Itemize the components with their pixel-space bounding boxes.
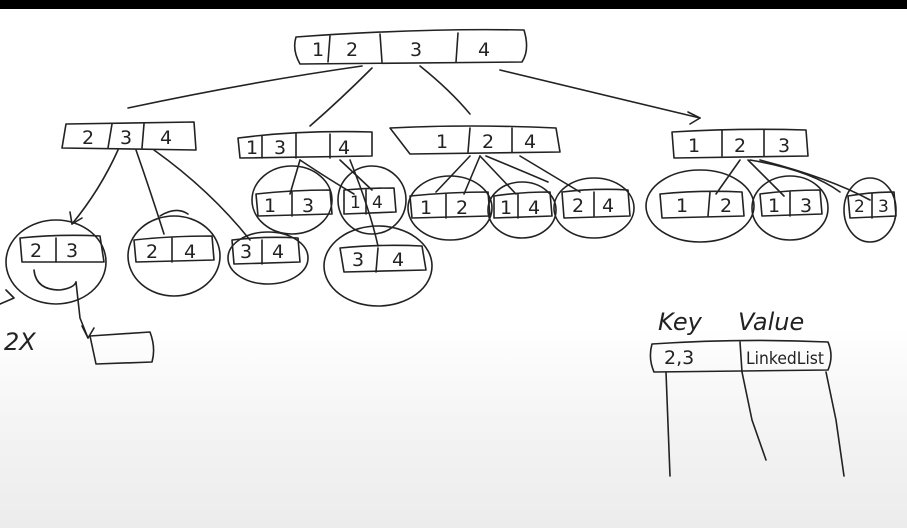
root-cell-2: 2 [346, 39, 358, 61]
level2-node-23-left: 2 3 [0, 219, 107, 339]
node-34b-cell-2: 4 [392, 249, 404, 271]
node-12b-cell-2: 2 [720, 195, 732, 217]
level2-node-12-mid: 1 2 [407, 175, 493, 241]
level2-node-13-mid: 1 3 [251, 165, 333, 235]
node-34a-cell-2: 4 [272, 241, 284, 263]
level2-node-24-right: 2 4 [553, 177, 635, 239]
node-123-cell-1: 1 [688, 135, 700, 157]
root-cell-3: 3 [410, 39, 422, 61]
level2-node-14-mid: 1 4 [337, 165, 407, 235]
level2-node-34-left: 3 4 [227, 231, 309, 285]
level2-node-24: 2 4 [127, 209, 221, 297]
node-24b-cell-2: 4 [602, 195, 614, 217]
node-23-cell-2: 3 [66, 240, 78, 262]
node-234-cell-2: 3 [120, 127, 132, 149]
node-13b-cell-1: 1 [768, 195, 780, 217]
node-24b-cell-1: 2 [572, 195, 584, 217]
node-234-cell-1: 2 [82, 127, 94, 149]
node-123-cell-2: 2 [734, 135, 746, 157]
root-node: 1 2 3 4 [293, 28, 528, 65]
level1-node-124: 1 2 4 [389, 125, 561, 155]
node-12a-cell-2: 2 [456, 197, 468, 219]
node-124-cell-1: 1 [436, 131, 448, 153]
node-134-cell-2: 3 [274, 137, 286, 159]
node-123-cell-3: 3 [778, 135, 790, 157]
level1-edges [69, 149, 871, 247]
node-134-cell-3: 4 [338, 137, 350, 159]
root-cell-4: 4 [478, 39, 490, 61]
level1-node-134: 1 3 4 [237, 130, 373, 159]
level2-node-23-right: 2 3 [843, 177, 897, 243]
node-14b-cell-2: 4 [528, 197, 540, 219]
root-edges [127, 65, 701, 127]
node-234-cell-3: 4 [160, 127, 172, 149]
table-row-key: 2,3 [664, 347, 694, 369]
level2-node-14-right: 1 4 [487, 181, 557, 239]
root-cell-1: 1 [312, 39, 324, 61]
node-14b-cell-1: 1 [500, 197, 512, 219]
node-14a-cell-2: 4 [372, 193, 383, 213]
node-13b-cell-2: 3 [800, 195, 812, 217]
level1-node-234: 2 3 4 [61, 121, 197, 151]
node-14a-cell-1: 1 [350, 193, 361, 213]
level2-node-12-right: 1 2 [645, 169, 755, 243]
node-124-cell-3: 4 [524, 131, 536, 153]
node-23-cell-1: 2 [30, 240, 42, 262]
level2-node-34-bottom: 3 4 [323, 225, 433, 307]
node-23b-cell-1: 2 [854, 197, 865, 217]
side-note-2x: 2X [4, 328, 36, 356]
node-13a-cell-1: 1 [264, 195, 276, 217]
node-23b-cell-2: 3 [878, 197, 889, 217]
table-row-value: LinkedList [746, 349, 824, 369]
node-12a-cell-1: 1 [420, 197, 432, 219]
level2-node-13-right: 1 3 [751, 175, 829, 241]
node-34b-cell-1: 3 [352, 249, 364, 271]
node-13a-cell-2: 3 [302, 195, 314, 217]
node-24-cell-1: 2 [146, 241, 158, 263]
node-24-cell-2: 4 [184, 241, 196, 263]
table-header-key: Key [658, 308, 703, 336]
node-12b-cell-1: 1 [676, 195, 688, 217]
node-124-cell-2: 2 [482, 131, 494, 153]
node-34a-cell-1: 3 [240, 241, 252, 263]
level1-node-123: 1 2 3 [671, 128, 809, 159]
video-top-bar [0, 0, 907, 9]
empty-list-box [89, 331, 155, 365]
table-header-value: Value [738, 308, 804, 336]
node-134-cell-1: 1 [246, 137, 258, 159]
key-value-table: Key Value 2,3 LinkedList [649, 308, 845, 477]
